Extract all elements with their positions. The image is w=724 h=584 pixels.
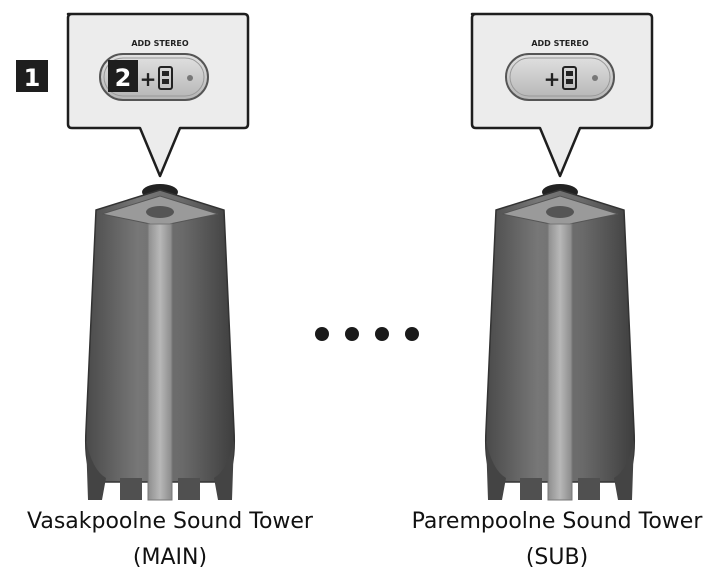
left-sound-tower [84, 184, 236, 501]
step-2-badge: 2 [108, 60, 138, 92]
left-tower-caption: Vasakpoolne Sound Tower (MAIN) [0, 508, 340, 572]
right-tower-name: Parempoolne Sound Tower [411, 509, 703, 534]
add-stereo-icon: + [544, 66, 577, 91]
led-indicator-icon [592, 75, 598, 81]
right-button-label: ADD STEREO [531, 39, 589, 48]
left-tower-name: Vasakpoolne Sound Tower [27, 509, 313, 534]
svg-text:+: + [140, 67, 157, 91]
right-tower-role: (SUB) [525, 545, 589, 570]
add-stereo-icon: + [140, 66, 173, 91]
right-tower-caption: Parempoolne Sound Tower (SUB) [390, 508, 724, 572]
left-button-label: ADD STEREO [131, 39, 189, 48]
step-1-label: 1 [24, 64, 41, 92]
step-2-label: 2 [115, 64, 132, 92]
svg-text:+: + [544, 67, 561, 91]
right-sound-tower [484, 184, 636, 501]
connection-dots [315, 327, 419, 341]
left-tower-role: (MAIN) [132, 545, 208, 570]
right-add-stereo-button[interactable] [505, 53, 615, 101]
led-indicator-icon [187, 75, 193, 81]
step-1-badge: 1 [16, 60, 48, 92]
